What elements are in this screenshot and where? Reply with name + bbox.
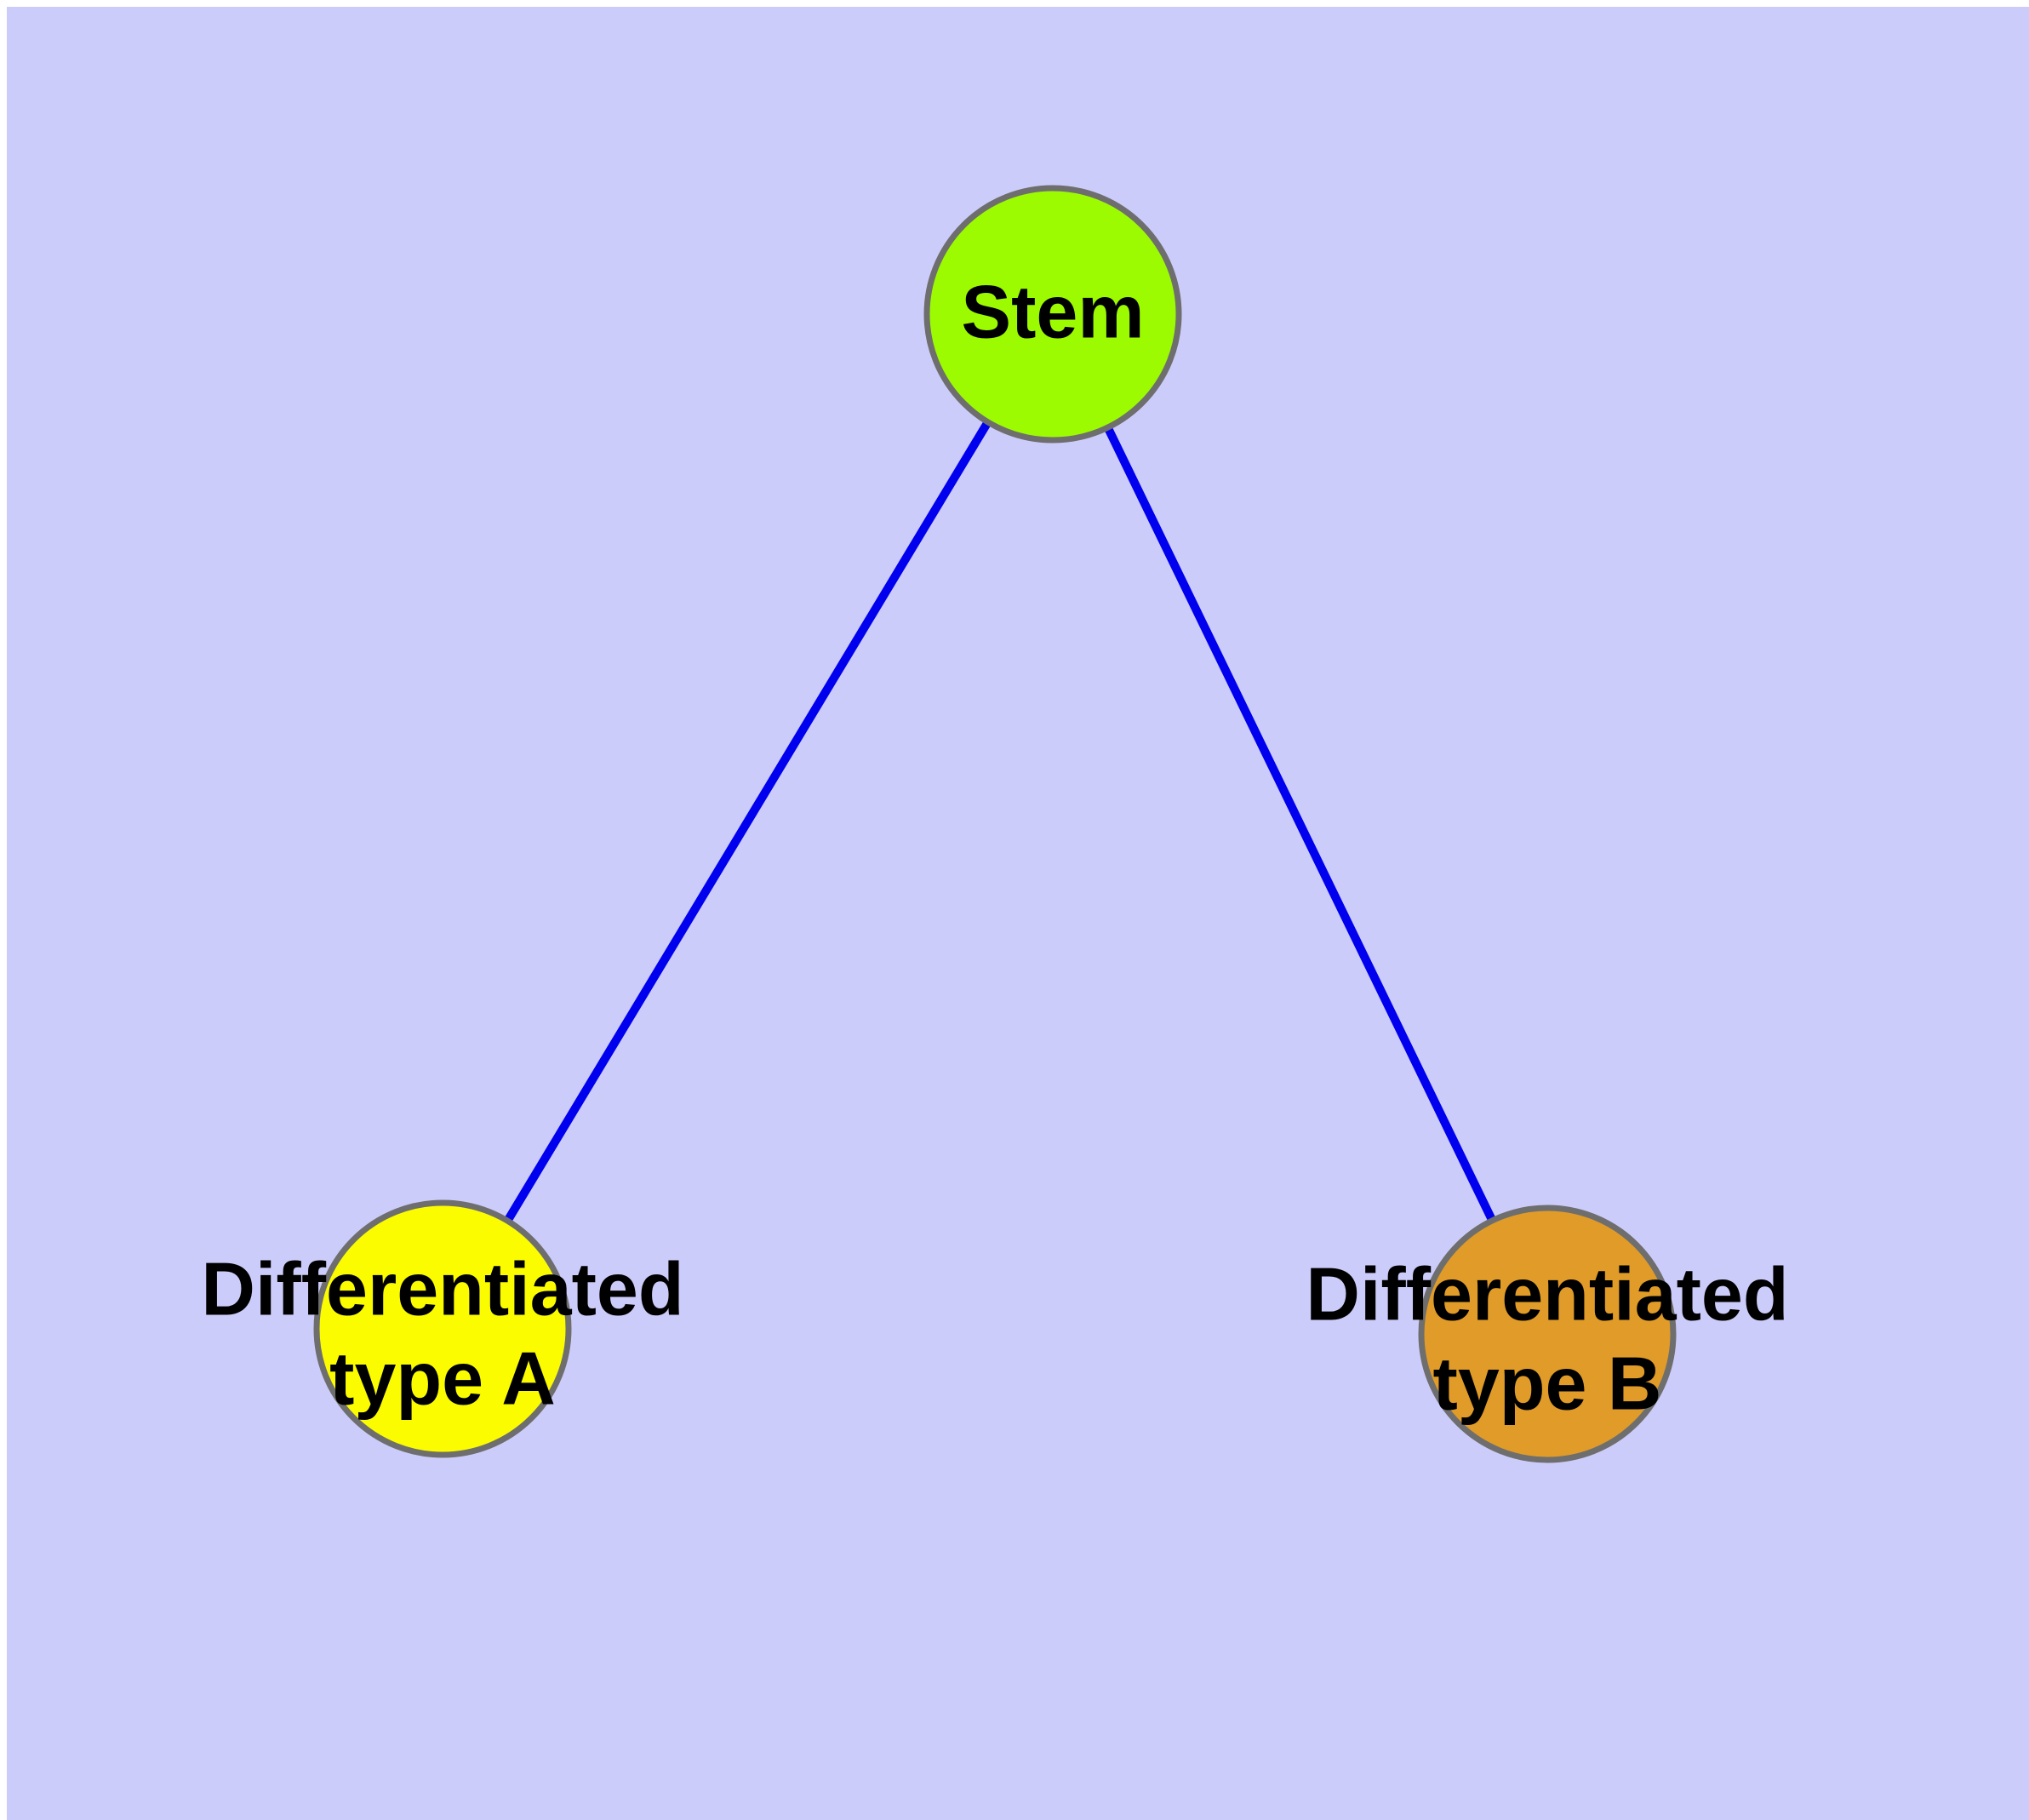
cell-differentiation-graph: Stem Differentiated type A Differentiate…	[201, 185, 1789, 1463]
edge-layer	[438, 312, 1552, 1336]
node-differentiated-type-b-label-line2: type B	[1433, 1341, 1662, 1425]
label-layer: Stem Differentiated type A Differentiate…	[201, 269, 1788, 1425]
node-differentiated-type-b[interactable]	[1418, 1205, 1677, 1463]
edge-stem-to-differentiated-type-b[interactable]	[1049, 312, 1552, 1336]
node-layer	[313, 185, 1677, 1463]
node-differentiated-type-a[interactable]	[313, 1199, 572, 1458]
diagram-plot-area: Stem Differentiated type A Differentiate…	[7, 7, 2029, 1820]
node-differentiated-type-a-label-line2: type A	[329, 1336, 556, 1420]
node-differentiated-type-a-label-line1: Differentiated	[201, 1246, 683, 1331]
node-stem-circle[interactable]	[923, 185, 1182, 444]
node-differentiated-type-a-circle[interactable]	[313, 1199, 572, 1458]
node-stem-label: Stem	[961, 269, 1144, 353]
node-differentiated-type-b-label-line1: Differentiated	[1306, 1251, 1788, 1336]
node-stem[interactable]	[923, 185, 1182, 444]
edge-stem-to-differentiated-type-a[interactable]	[438, 312, 1057, 1331]
node-differentiated-type-b-circle[interactable]	[1418, 1205, 1677, 1463]
